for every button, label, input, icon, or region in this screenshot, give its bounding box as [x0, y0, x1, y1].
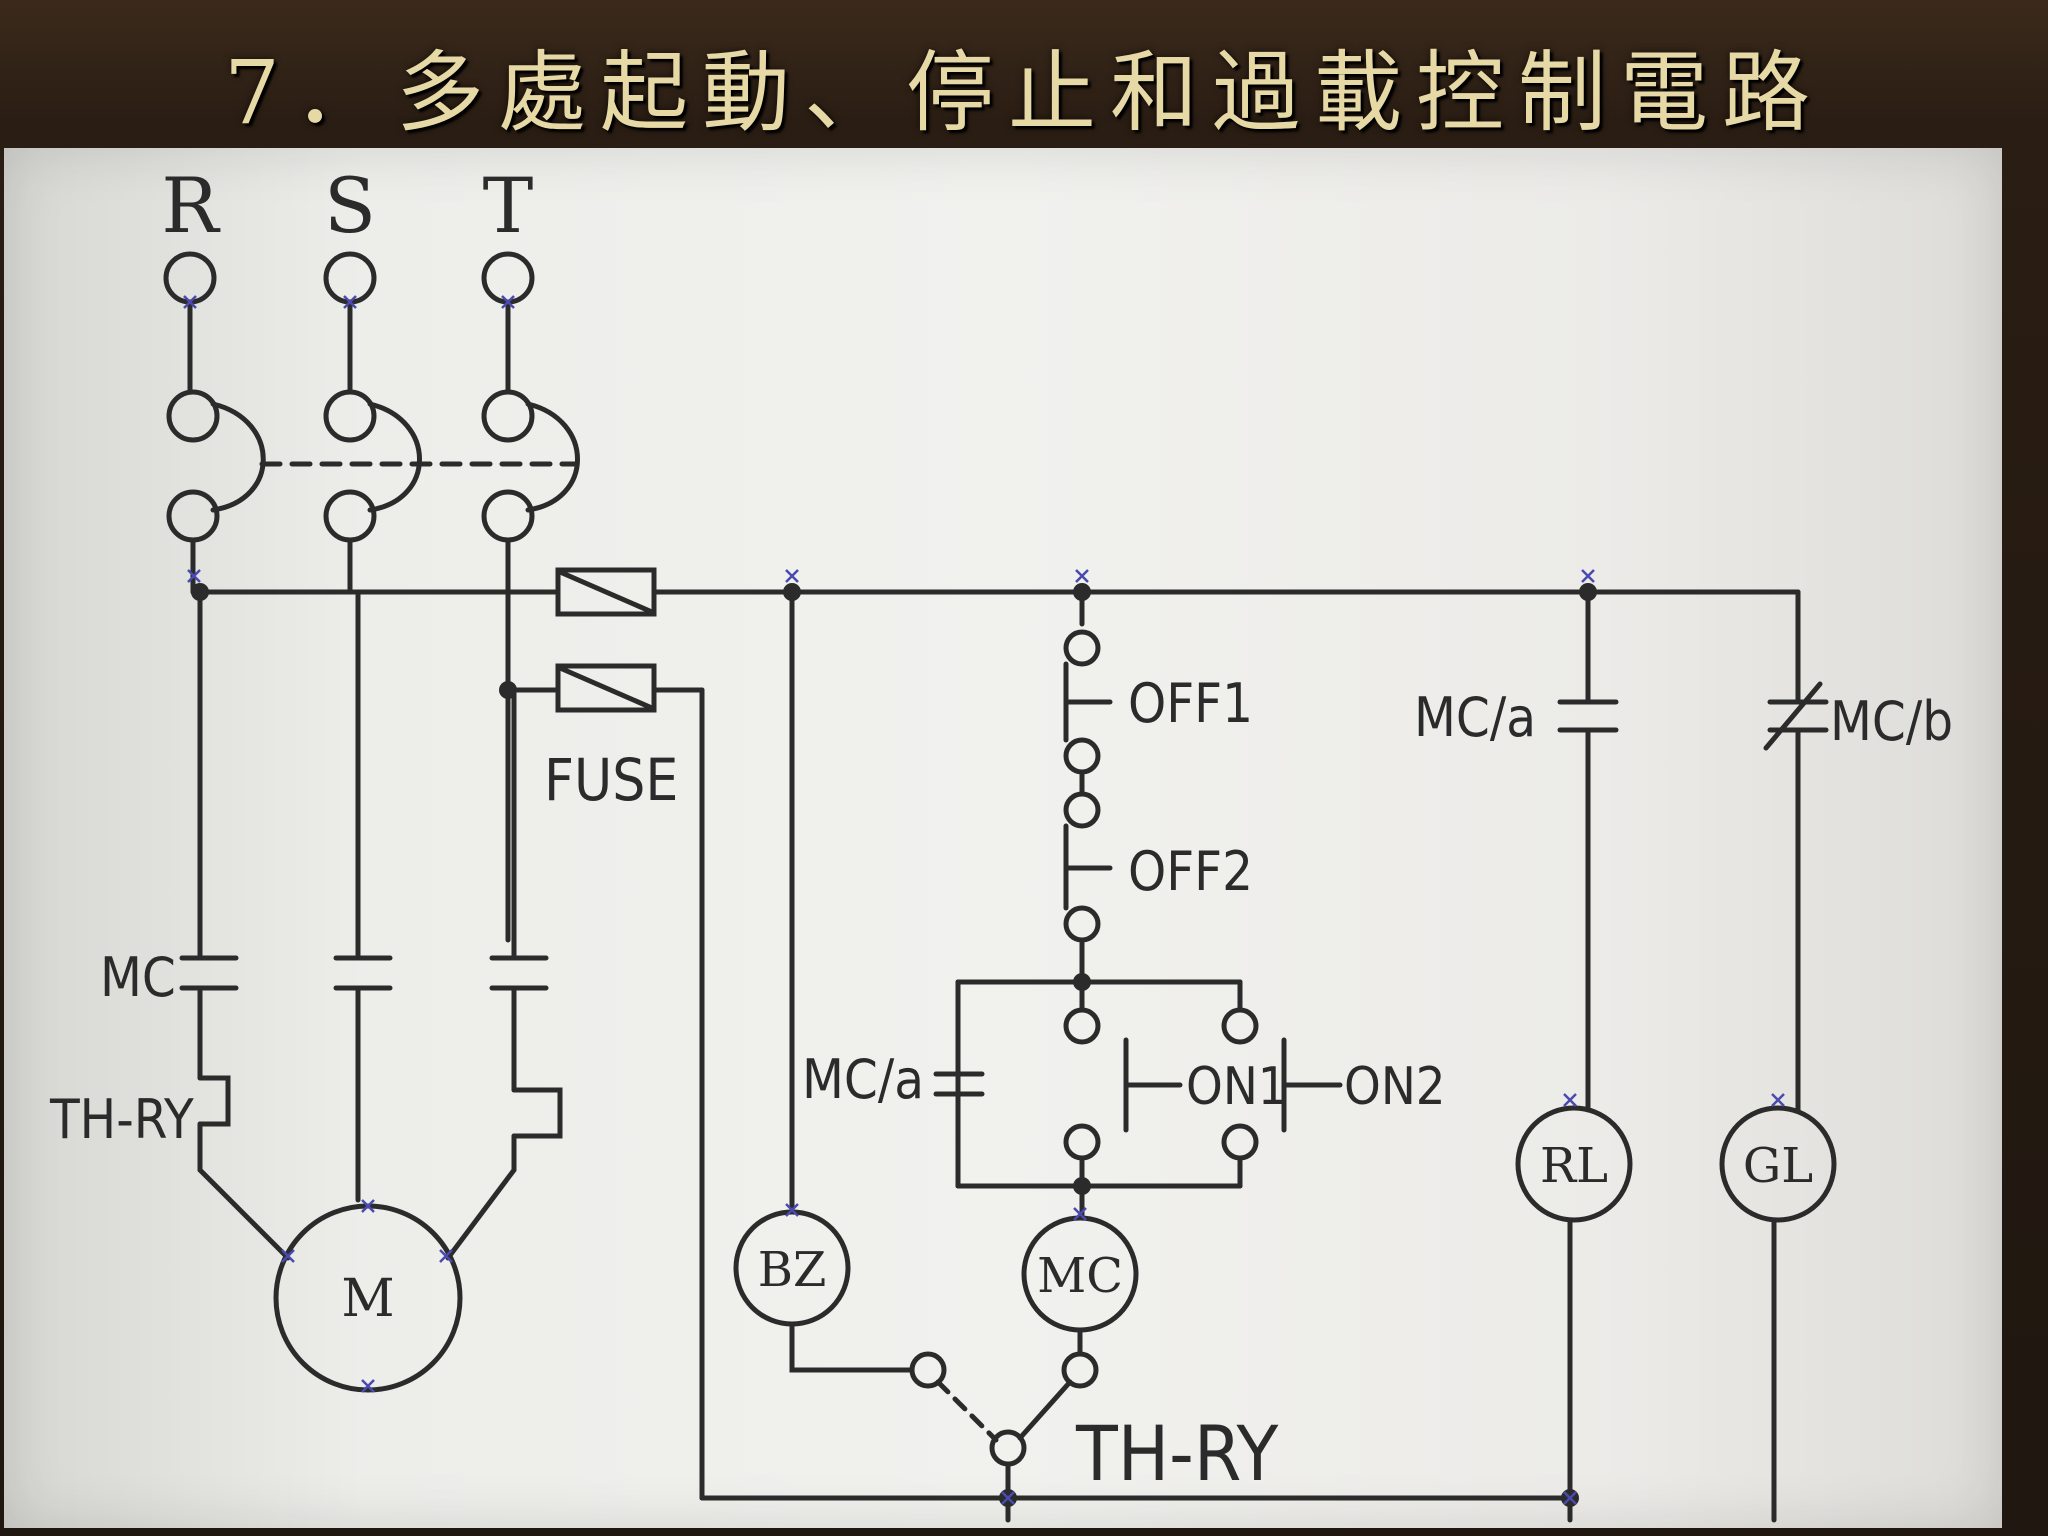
stop-button-off2 [1063, 769, 1113, 985]
label-on2: ON2 [1344, 1057, 1446, 1117]
hold-contact-mc-a [933, 1071, 985, 1097]
buzzer-branch [733, 589, 915, 1373]
label-on1: ON1 [1186, 1057, 1288, 1117]
slide-title: 7．多處起動、停止和過載控制電路 [224, 40, 1824, 144]
parallel-start-block [955, 979, 1243, 1189]
label-mc-coil: MC [1037, 1248, 1123, 1304]
label-gl: GL [1743, 1138, 1813, 1194]
label-mc-a-hold: MC/a [802, 1048, 924, 1111]
top-bus [190, 567, 1801, 693]
diagram-labels: R S T FUSE MC TH-RY M OFF1 OFF2 MC/a ON1… [49, 161, 1953, 1498]
label-th-ry-main: TH-RY [49, 1088, 194, 1151]
green-lamp-branch [1005, 681, 1837, 1523]
start-button-on2 [1221, 1007, 1343, 1161]
overload-relay-contacts [909, 1351, 1099, 1501]
terminal-s [323, 251, 377, 395]
stop-button-off1 [1063, 589, 1113, 775]
label-mc-b-lamp: MC/b [1830, 690, 1953, 753]
label-th-ry-bottom: TH-RY [1075, 1409, 1278, 1498]
power-line-t [445, 687, 563, 1261]
label-mc-a-lamp: MC/a [1414, 686, 1536, 749]
label-t: T [483, 161, 534, 250]
power-line-r [197, 589, 291, 1261]
main-contactor-mc [179, 955, 549, 991]
slide-canvas [4, 148, 2002, 1528]
title-bar: 7．多處起動、停止和過載控制電路 [0, 20, 2048, 150]
label-motor: M [341, 1269, 394, 1329]
red-lamp-branch [1515, 589, 1633, 1501]
label-bz: BZ [758, 1242, 827, 1298]
main-breaker [166, 389, 580, 595]
label-r: R [161, 161, 221, 250]
terminal-r [163, 251, 217, 395]
label-fuse: FUSE [544, 746, 678, 814]
label-off2: OFF2 [1128, 840, 1253, 903]
terminal-t [481, 251, 535, 395]
start-button-on1 [1063, 1007, 1183, 1161]
label-mc-main: MC [100, 946, 176, 1009]
connection-markers [183, 295, 1785, 1505]
label-s: S [324, 161, 376, 250]
label-off1: OFF1 [1128, 672, 1253, 735]
fuse-lower [505, 589, 1573, 1501]
label-rl: RL [1540, 1138, 1608, 1194]
